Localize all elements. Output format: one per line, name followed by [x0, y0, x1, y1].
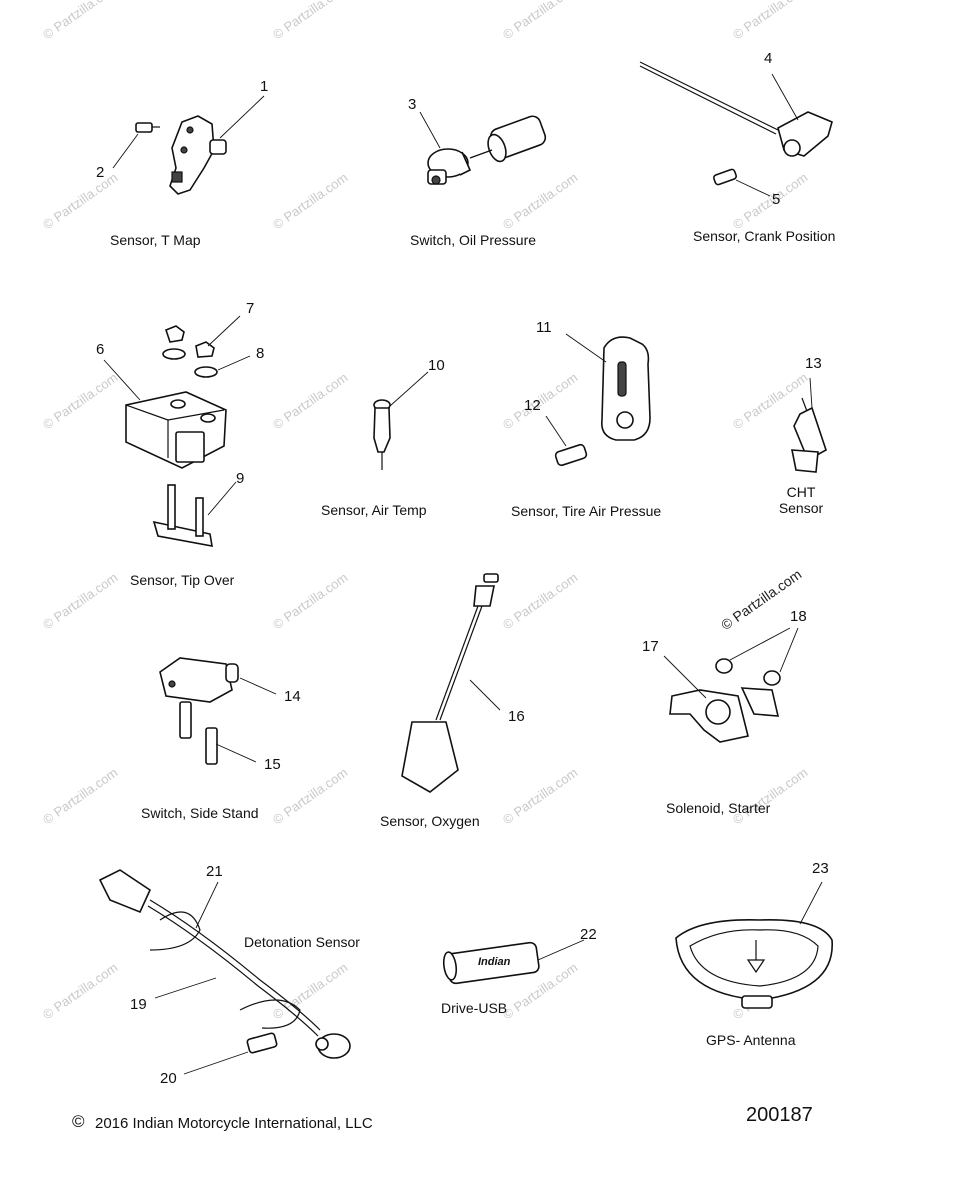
detonation-sensor-illustration	[98, 869, 351, 1075]
callout-8: 8	[256, 345, 265, 362]
usb-logo-text: Indian	[478, 956, 511, 968]
callout-22: 22	[580, 926, 597, 943]
part-label-oil-pressure: Switch, Oil Pressure	[410, 232, 537, 248]
part-label-side-stand: Switch, Side Stand	[141, 805, 259, 821]
callout-12: 12	[524, 397, 541, 414]
part-label-gps: GPS- Antenna	[706, 1032, 796, 1048]
tip-over-sensor-illustration	[103, 315, 251, 547]
part-label-cht-line2: Sensor	[778, 500, 824, 516]
oxygen-sensor-illustration	[401, 573, 501, 793]
tire-pressure-sensor-illustration	[545, 333, 651, 467]
callout-18: 18	[790, 608, 807, 625]
crank-position-sensor-illustration	[639, 61, 833, 197]
part-label-usb: Drive-USB	[441, 1000, 508, 1016]
part-label-solenoid: Solenoid, Starter	[666, 800, 771, 816]
callout-23: 23	[812, 860, 829, 877]
starter-solenoid-illustration	[663, 627, 799, 743]
oil-pressure-switch-illustration	[419, 111, 547, 185]
air-temp-sensor-illustration	[373, 371, 429, 470]
callout-20: 20	[160, 1070, 177, 1087]
cht-sensor-illustration	[791, 377, 827, 473]
callout-15: 15	[264, 756, 281, 773]
callout-4: 4	[764, 50, 773, 67]
callout-14: 14	[284, 688, 301, 705]
copyright-symbol: ©	[72, 1112, 85, 1131]
callout-16: 16	[508, 708, 525, 725]
callout-13: 13	[805, 355, 822, 372]
callout-17: 17	[642, 638, 659, 655]
callout-2: 2	[96, 164, 105, 181]
callout-1: 1	[260, 78, 269, 95]
part-label-cht-line1: CHT	[786, 484, 816, 500]
part-label-tire-pressure: Sensor, Tire Air Pressue	[511, 503, 662, 519]
callout-9: 9	[236, 470, 245, 487]
usb-drive-illustration	[442, 939, 585, 985]
gps-antenna-illustration	[675, 881, 833, 1009]
callout-19: 19	[130, 996, 147, 1013]
callout-5: 5	[772, 191, 781, 208]
callout-3: 3	[408, 96, 417, 113]
part-label-crank-position: Sensor, Crank Position	[693, 228, 836, 244]
callout-21: 21	[206, 863, 223, 880]
callout-10: 10	[428, 357, 445, 374]
callout-11: 11	[536, 319, 552, 336]
part-label-tip-over: Sensor, Tip Over	[130, 572, 235, 588]
part-label-oxygen: Sensor, Oxygen	[380, 813, 480, 829]
side-stand-switch-illustration	[159, 657, 277, 765]
diagram-number: 200187	[746, 1104, 813, 1126]
callout-6: 6	[96, 341, 105, 358]
part-label-detonation: Detonation Sensor	[244, 934, 360, 950]
callout-7: 7	[246, 300, 255, 317]
part-label-t-map: Sensor, T Map	[110, 232, 201, 248]
t-map-sensor-illustration	[112, 95, 265, 195]
part-label-air-temp: Sensor, Air Temp	[321, 502, 427, 518]
copyright-text: 2016 Indian Motorcycle International, LL…	[95, 1115, 373, 1132]
